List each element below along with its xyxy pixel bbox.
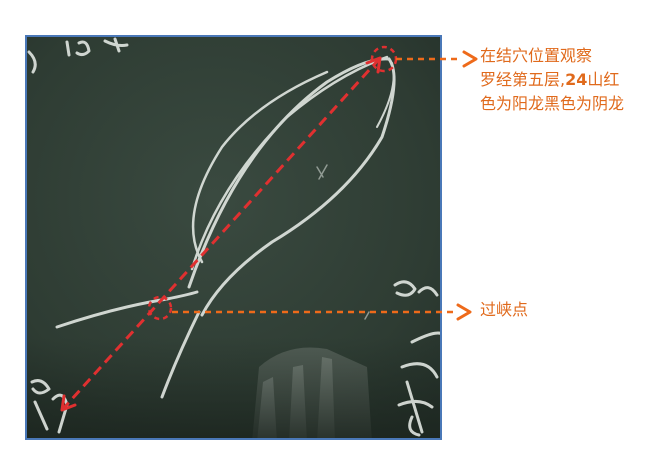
dragon-axis-line [60,56,382,412]
crest-annotation-line2-c: 山红 [587,70,620,89]
crest-annotation: 在结穴位置观察 罗经第五层,24山红 色为阳龙黑色为阴龙 [480,44,647,116]
arrow-right-icon [462,50,478,68]
double-arrow-icon [60,56,382,412]
gorge-annotation: 过峡点 [480,300,529,319]
crest-annotation-line3: 色为阳龙黑色为阴龙 [480,94,625,113]
arrow-right-icon [456,303,472,321]
circle-marker-icon [147,295,173,321]
crest-annotation-line1: 在结穴位置观察 [480,46,593,65]
crest-annotation-line2: 罗经第五层,24山红 [480,68,647,92]
crest-annotation-line2-a: 罗经第五层, [480,70,566,89]
crest-annotation-line2-b: 24 [565,70,588,89]
